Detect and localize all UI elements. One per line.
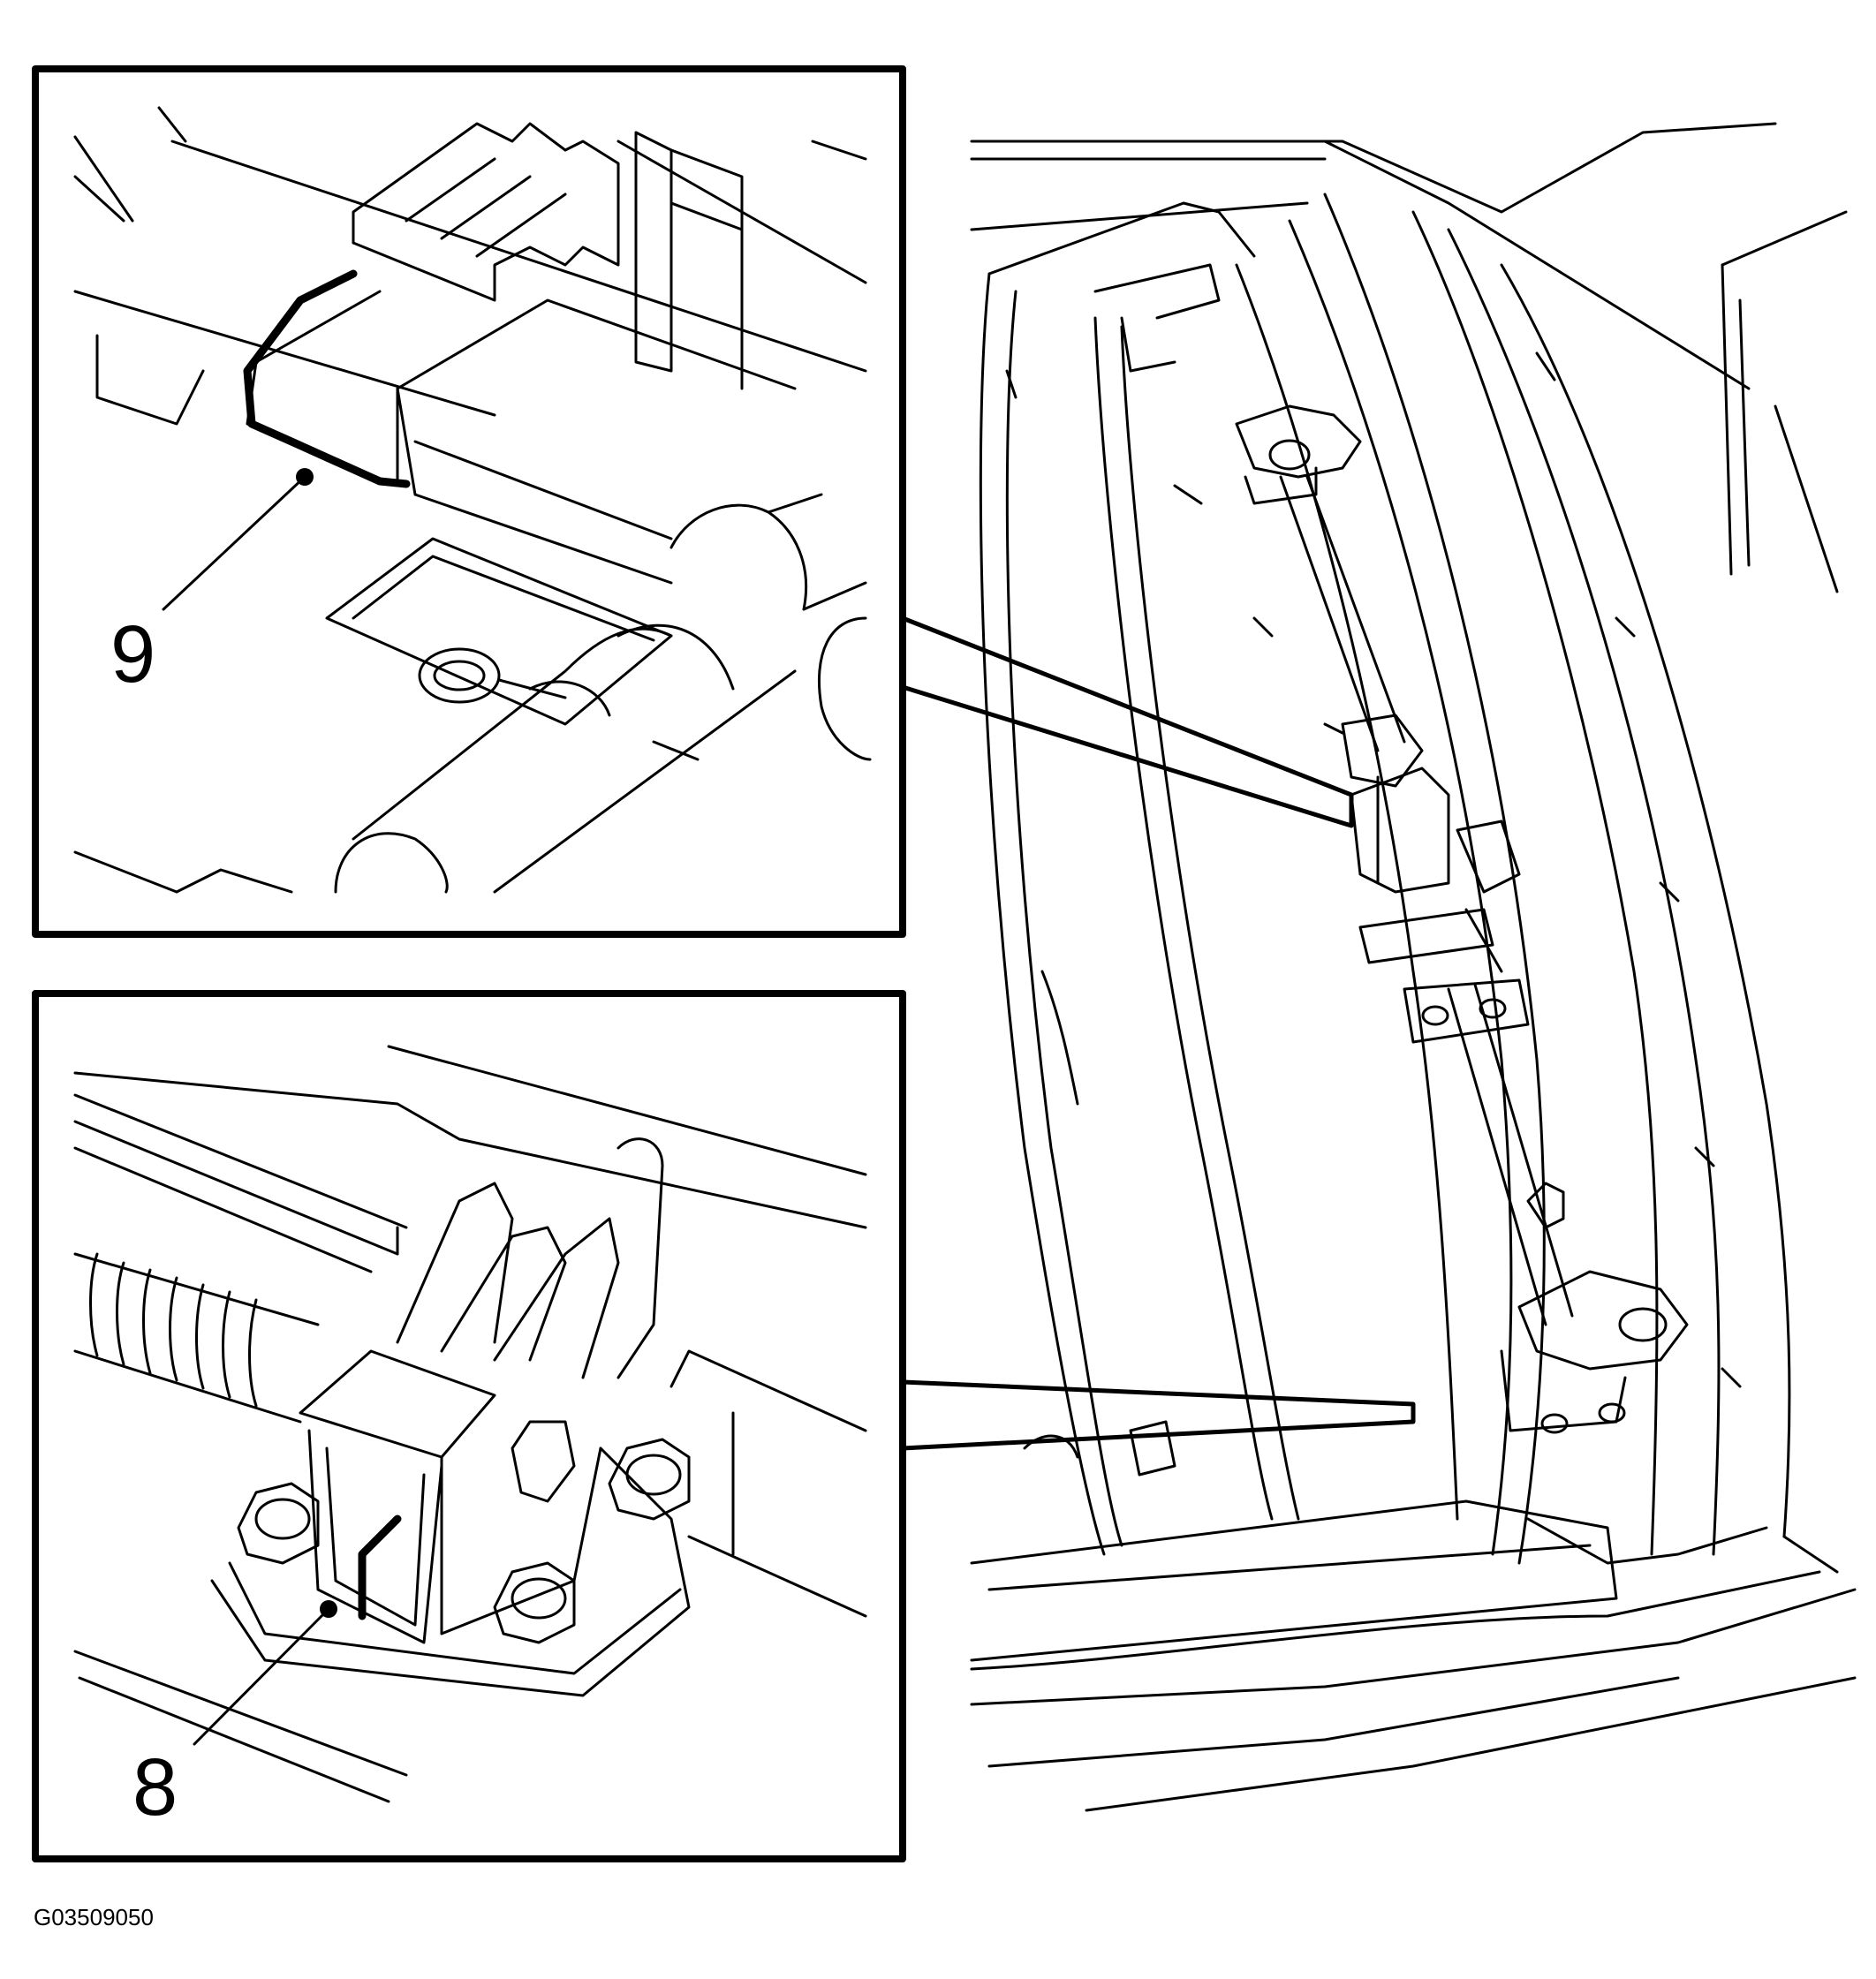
inset-connectors: [900, 616, 1416, 1451]
upper-inset: [32, 65, 906, 938]
figure-id: G03509050: [34, 1904, 154, 1930]
part-9-outline: [243, 269, 411, 488]
callout-label-8: 8: [132, 1742, 178, 1832]
lower-inset-frame: [32, 990, 906, 1862]
callout-8-leader: [193, 1607, 330, 1746]
lower-connector: [900, 1379, 1416, 1451]
callout-9-leader: [162, 475, 306, 611]
upper-inset-frame: [32, 65, 906, 938]
lower-inset: [32, 990, 906, 1862]
upper-connector: [900, 616, 1354, 828]
callout-label-9: 9: [110, 609, 155, 699]
main-view: [970, 122, 1857, 1812]
part-8-outline: [358, 1514, 402, 1620]
